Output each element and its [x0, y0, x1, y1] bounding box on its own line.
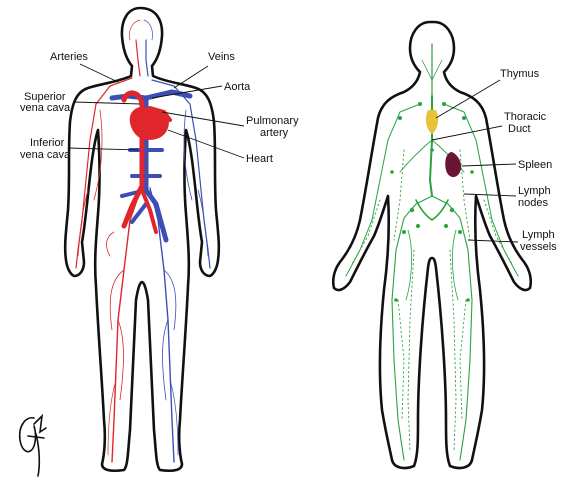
- leader-veins: [174, 66, 208, 88]
- label-ivc-line1: Inferior: [30, 137, 65, 149]
- label-thoracic-line1: Thoracic: [504, 111, 547, 123]
- label-heart: Heart: [246, 153, 273, 165]
- label-thymus: Thymus: [500, 68, 540, 80]
- leader-arteries: [80, 64, 118, 82]
- label-pulmonary-line2: artery: [260, 127, 289, 139]
- label-vessels-line2: vessels: [520, 241, 557, 253]
- label-nodes-line1: Lymph: [518, 185, 551, 197]
- label-spleen: Spleen: [518, 159, 552, 171]
- label-arteries: Arteries: [50, 51, 88, 63]
- label-svc-line2: vena cava: [20, 102, 71, 114]
- label-pulmonary-line1: Pulmonary: [246, 115, 299, 127]
- circulatory-figure: Arteries Veins Superior vena cava Aorta …: [20, 8, 299, 471]
- circulatory-body-outline: [65, 8, 219, 471]
- label-ivc-line2: vena cava: [20, 149, 71, 161]
- label-thoracic-line2: Duct: [508, 123, 531, 135]
- label-nodes-line2: nodes: [518, 197, 548, 209]
- lymphatic-figure: Thymus Thoracic Duct Spleen Lymph nodes …: [333, 22, 557, 468]
- label-aorta: Aorta: [224, 81, 251, 93]
- label-vessels-line1: Lymph: [522, 229, 555, 241]
- artist-signature: [20, 416, 46, 476]
- label-veins: Veins: [208, 51, 235, 63]
